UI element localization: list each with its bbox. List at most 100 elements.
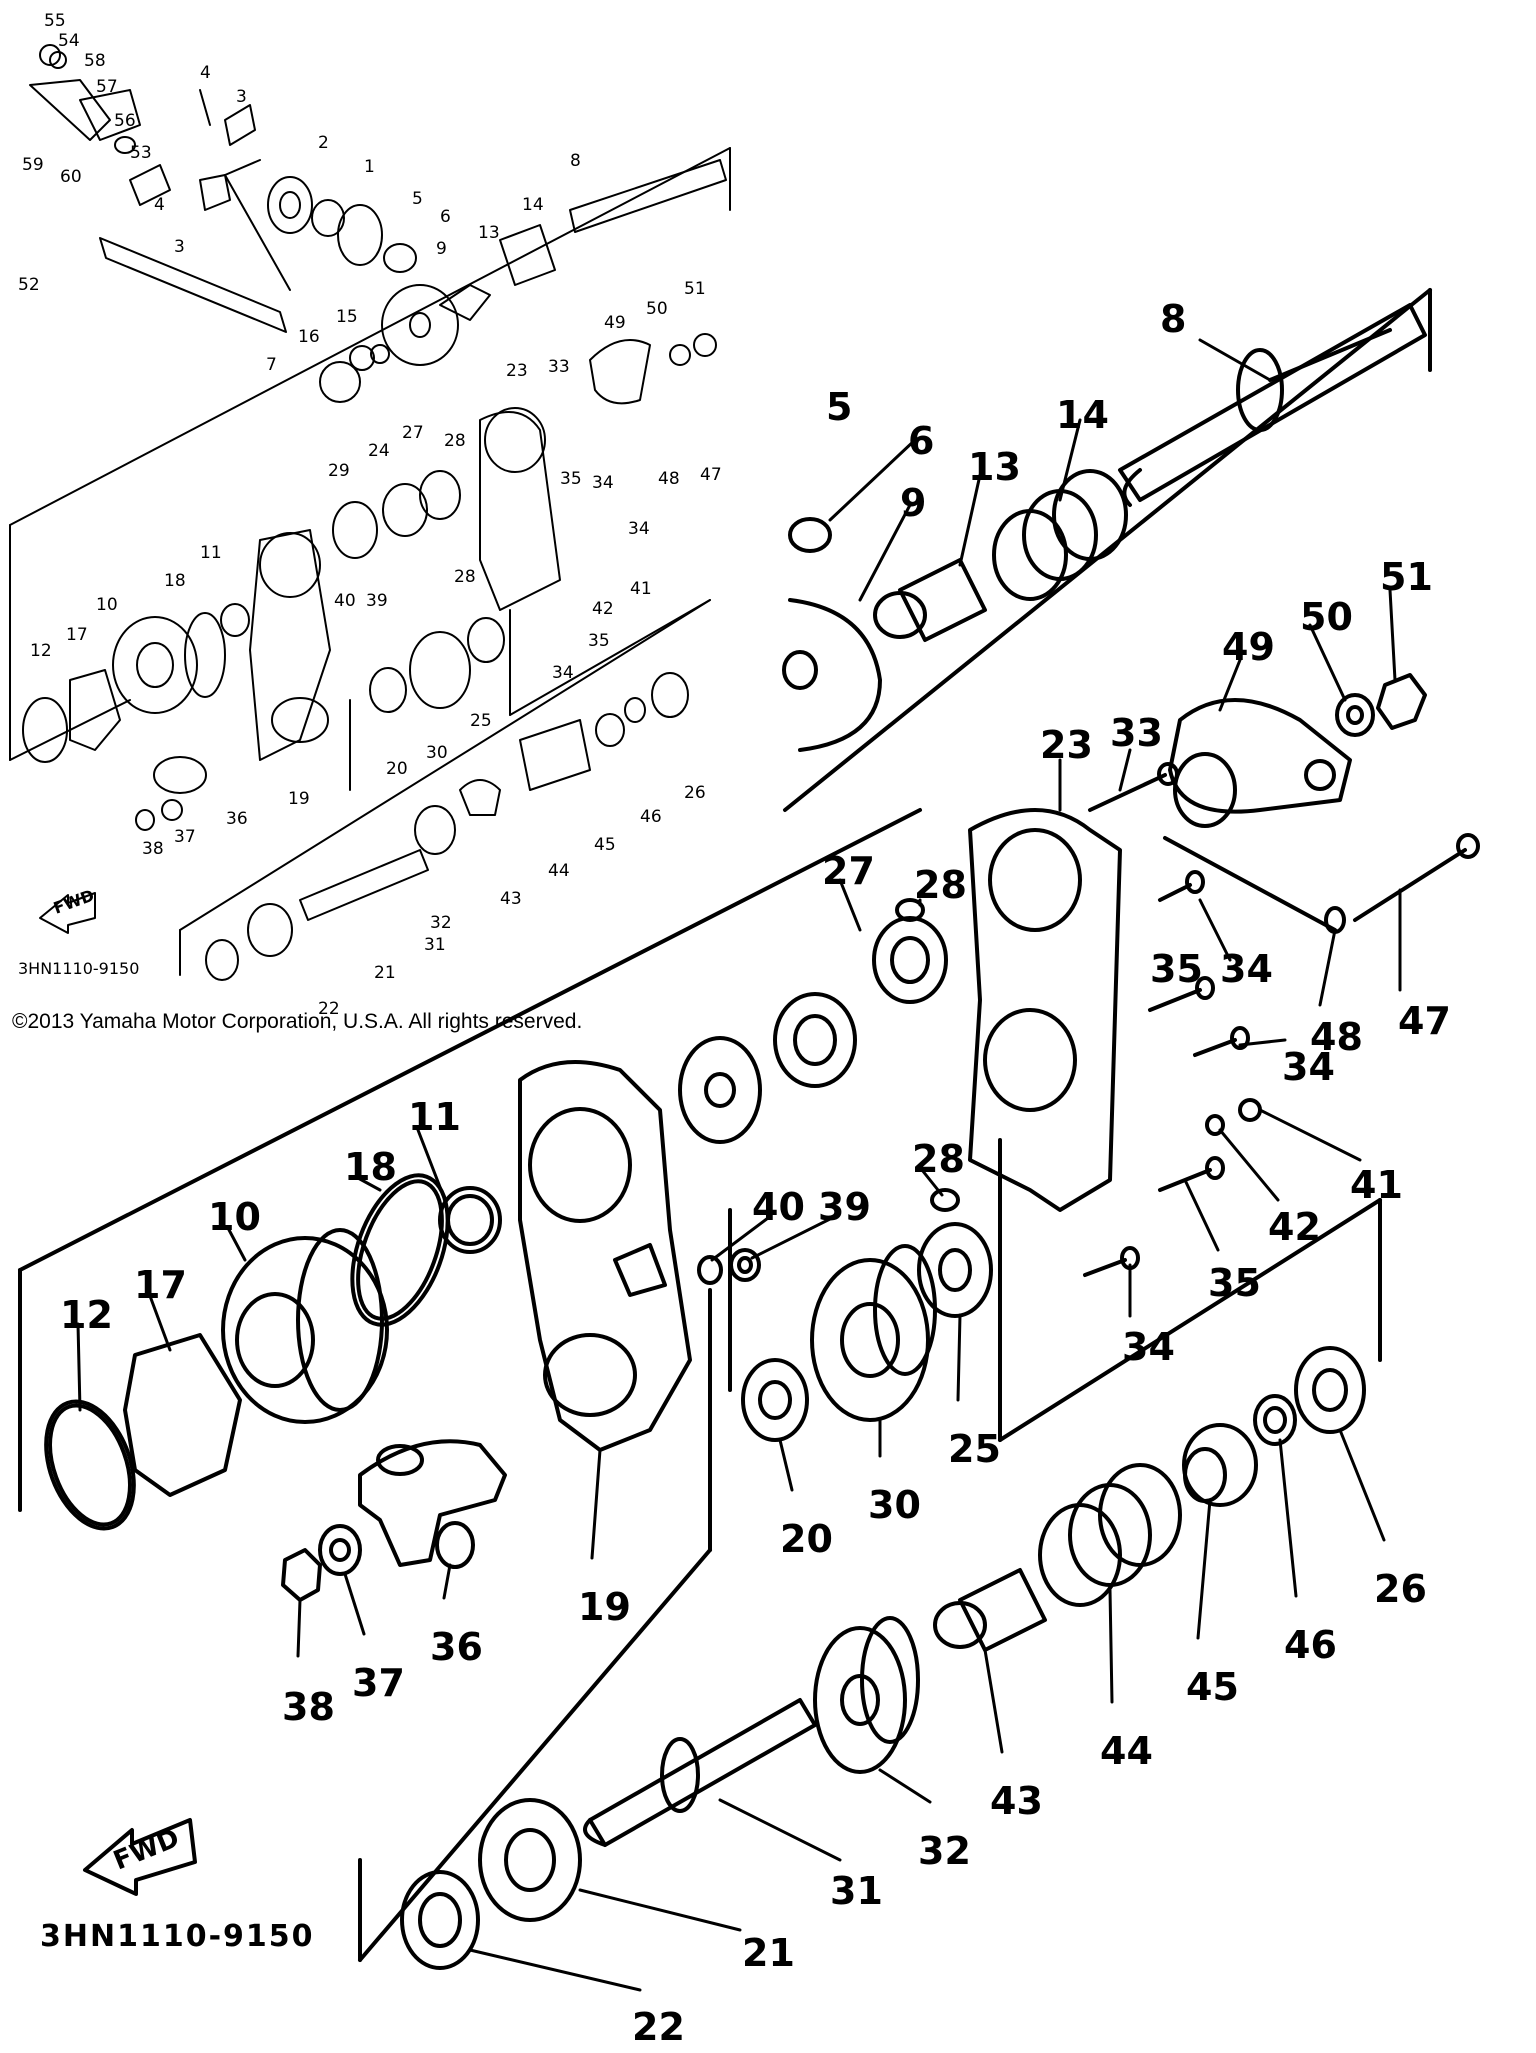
small-callout-45: 45: [594, 835, 616, 855]
small-callout-39: 39: [366, 591, 388, 611]
small-callout-34: 34: [628, 519, 650, 539]
large-callout-30: 30: [868, 1483, 921, 1527]
small-callout-23: 23: [506, 361, 528, 381]
small-callout-50: 50: [646, 299, 668, 319]
small-callout-18: 18: [164, 571, 186, 591]
large-callout-51: 51: [1380, 555, 1433, 599]
small-callout-57: 57: [96, 77, 118, 97]
large-callout-8: 8: [1160, 297, 1186, 341]
copyright-notice: ©2013 Yamaha Motor Corporation, U.S.A. A…: [12, 1010, 583, 1033]
large-callout-5: 5: [826, 385, 852, 429]
large-callout-20: 20: [780, 1517, 833, 1561]
large-callout-31: 31: [830, 1869, 883, 1913]
large-callout-36: 36: [430, 1625, 483, 1669]
small-callout-21: 21: [374, 963, 396, 983]
small-callout-4: 4: [200, 63, 211, 83]
large-callout-14: 14: [1056, 393, 1109, 437]
small-callout-17: 17: [66, 625, 88, 645]
small-callout-3: 3: [174, 237, 185, 257]
small-callout-28: 28: [444, 431, 466, 451]
small-callout-54: 54: [58, 31, 80, 51]
small-callout-41: 41: [630, 579, 652, 599]
small-callout-15: 15: [336, 307, 358, 327]
small-callout-44: 44: [548, 861, 570, 881]
large-callout-34: 34: [1282, 1045, 1335, 1089]
small-callout-38: 38: [142, 839, 164, 859]
small-callout-58: 58: [84, 51, 106, 71]
large-callout-45: 45: [1186, 1665, 1239, 1709]
large-callout-38: 38: [282, 1685, 335, 1729]
small-callout-9: 9: [436, 239, 447, 259]
large-callout-48: 48: [1310, 1015, 1363, 1059]
large-callout-41: 41: [1350, 1163, 1403, 1207]
large-callout-44: 44: [1100, 1729, 1153, 1773]
large-callout-26: 26: [1374, 1567, 1427, 1611]
small-callout-11: 11: [200, 543, 222, 563]
small-overview-drawing: [9, 44, 731, 981]
diagram-code-large: 3HN1110-9150: [40, 1919, 315, 1954]
large-callout-35: 35: [1150, 947, 1203, 991]
leader-lines: [76, 338, 1402, 1992]
small-callout-59: 59: [22, 155, 44, 175]
large-callout-23: 23: [1040, 723, 1093, 767]
large-callout-47: 47: [1398, 999, 1451, 1043]
small-callout-28: 28: [454, 567, 476, 587]
small-callout-13: 13: [478, 223, 500, 243]
small-callout-14: 14: [522, 195, 544, 215]
small-callout-36: 36: [226, 809, 248, 829]
small-callout-22: 22: [318, 999, 340, 1019]
large-callout-18: 18: [344, 1145, 397, 1189]
large-callout-13: 13: [968, 445, 1021, 489]
small-callout-29: 29: [328, 461, 350, 481]
large-callout-37: 37: [352, 1661, 405, 1705]
small-callout-3: 3: [236, 87, 247, 107]
small-callout-37: 37: [174, 827, 196, 847]
fwd-label-small: FWD: [51, 886, 97, 918]
large-callout-50: 50: [1300, 595, 1353, 639]
large-callout-19: 19: [578, 1585, 631, 1629]
small-callout-1: 1: [364, 157, 375, 177]
small-callout-8: 8: [570, 151, 581, 171]
large-callout-39: 39: [818, 1185, 871, 1229]
large-callout-11: 11: [408, 1095, 461, 1139]
small-callout-32: 32: [430, 913, 452, 933]
large-callout-28: 28: [914, 863, 967, 907]
large-callout-46: 46: [1284, 1623, 1337, 1667]
small-callout-49: 49: [604, 313, 626, 333]
small-callout-26: 26: [684, 783, 706, 803]
small-callout-52: 52: [18, 275, 40, 295]
small-callout-48: 48: [658, 469, 680, 489]
large-callout-35: 35: [1208, 1261, 1261, 1305]
small-callout-12: 12: [30, 641, 52, 661]
small-callout-35: 35: [588, 631, 610, 651]
small-callout-60: 60: [60, 167, 82, 187]
small-callout-35: 35: [560, 469, 582, 489]
small-callout-34: 34: [592, 473, 614, 493]
small-callout-27: 27: [402, 423, 424, 443]
large-callout-17: 17: [134, 1263, 187, 1307]
small-callout-46: 46: [640, 807, 662, 827]
large-callout-12: 12: [60, 1293, 113, 1337]
small-callout-51: 51: [684, 279, 706, 299]
large-callout-27: 27: [822, 849, 875, 893]
small-callout-40: 40: [334, 591, 356, 611]
small-callout-2: 2: [318, 133, 329, 153]
small-callout-25: 25: [470, 711, 492, 731]
large-callout-49: 49: [1222, 625, 1275, 669]
large-callout-22: 22: [632, 2005, 685, 2048]
small-callout-24: 24: [368, 441, 390, 461]
small-callout-4: 4: [154, 195, 165, 215]
large-callout-43: 43: [990, 1779, 1043, 1823]
large-callout-9: 9: [900, 481, 926, 525]
small-callout-43: 43: [500, 889, 522, 909]
small-callout-6: 6: [440, 207, 451, 227]
small-callout-47: 47: [700, 465, 722, 485]
small-callout-31: 31: [424, 935, 446, 955]
diagram-code-small: 3HN1110-9150: [18, 959, 139, 978]
small-callout-7: 7: [266, 355, 277, 375]
large-callout-10: 10: [208, 1195, 261, 1239]
